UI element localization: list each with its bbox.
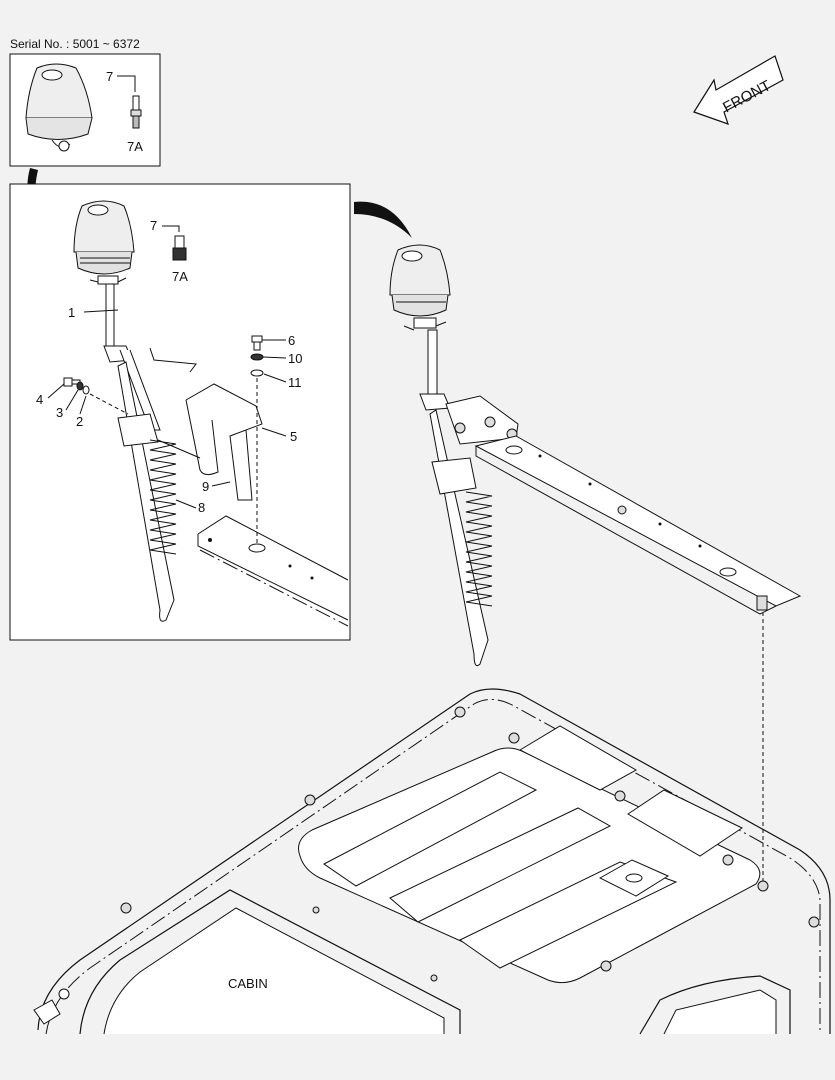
inset-mounting-detail: 7 7A 1 4 3 2 (9, 183, 351, 641)
callout-10: 10 (288, 351, 302, 366)
rotating-beacon-lamp (73, 200, 135, 285)
washer-10 (250, 353, 264, 361)
bracket-main (445, 395, 519, 445)
callout-1: 1 (68, 305, 75, 320)
bolt-6 (251, 335, 263, 351)
callout-2: 2 (76, 414, 83, 429)
callout-5: 5 (290, 429, 297, 444)
callout-3: 3 (56, 405, 63, 420)
roof-panels (323, 725, 744, 969)
front-direction-arrow: FRONT (693, 55, 784, 125)
callout-7: 7 (150, 218, 157, 233)
cabin-roof: CABIN (33, 688, 831, 1035)
rotating-beacon-lamp-old (25, 63, 93, 152)
rotating-beacon-lamp-main (389, 244, 451, 331)
roof-mounting-points (33, 706, 820, 1025)
callout-7a: 7A (172, 269, 188, 284)
cabin-label: CABIN (228, 976, 268, 991)
lamp-pole-assembly (103, 283, 197, 622)
callout-8: 8 (198, 500, 205, 515)
callout-7a-old: 7A (127, 139, 143, 154)
serial-number-label: Serial No. : 5001 ~ 6372 (10, 37, 140, 51)
main-lamp-assembly (389, 244, 802, 884)
rear-window (639, 975, 791, 1035)
roof-rail-main (474, 435, 802, 615)
washer-3 (76, 381, 84, 391)
roof-rail-fragment (197, 515, 349, 627)
callout-9: 9 (202, 479, 209, 494)
roof-window (79, 889, 461, 1035)
halogen-bulb-icon (130, 95, 142, 129)
callout-4: 4 (36, 392, 43, 407)
spring-coil (149, 439, 177, 555)
spring-coil-main (465, 491, 493, 607)
mounting-bracket-9 (185, 383, 263, 501)
bulb-7a-icon (172, 235, 187, 261)
inset-old-lamp: 7 7A (9, 53, 161, 167)
callout-7-old: 7 (106, 69, 113, 84)
washer-11 (250, 369, 264, 377)
callout-6: 6 (288, 333, 295, 348)
washer-2 (82, 385, 90, 395)
transition-arrow-right (354, 201, 412, 238)
callout-11: 11 (288, 375, 302, 390)
